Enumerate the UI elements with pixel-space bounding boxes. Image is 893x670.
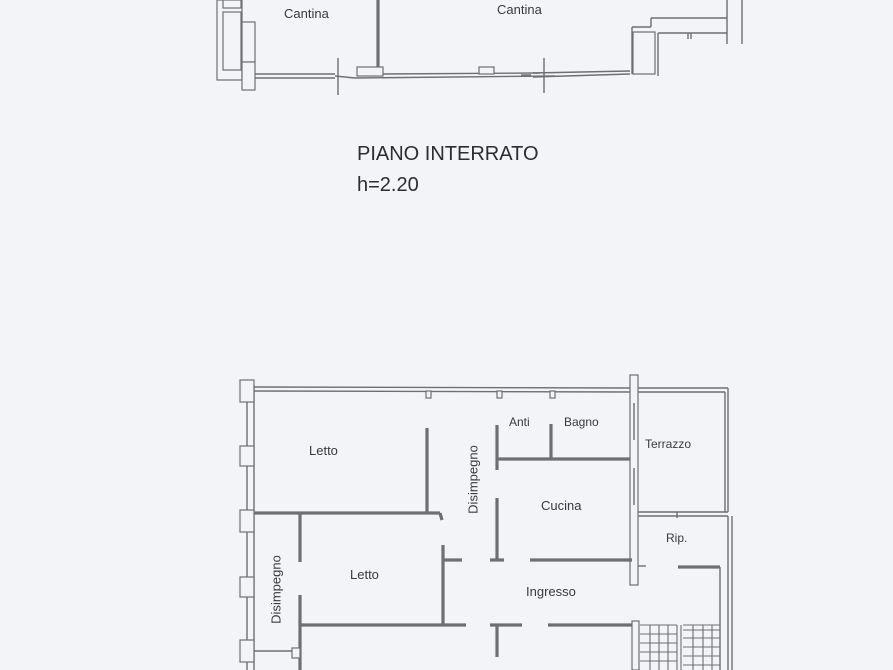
staircase (640, 624, 720, 670)
room-label-cantina-1: Cantina (284, 6, 329, 21)
floor-title: PIANO INTERRATO (357, 143, 539, 165)
apartment-plan (239, 374, 733, 670)
room-label-ripostiglio: Rip. (666, 531, 688, 545)
room-label-letto-2: Letto (350, 567, 379, 582)
room-label-cantina-2: Cantina (497, 2, 542, 17)
room-label-disimpegno-1: Disimpegno (465, 445, 481, 514)
room-label-disimpegno-2: Disimpegno (268, 555, 284, 624)
room-label-anti: Anti (509, 415, 530, 429)
room-label-ingresso: Ingresso (526, 584, 576, 599)
room-label-letto-1: Letto (309, 443, 338, 458)
floor-height: h=2.20 (357, 174, 419, 196)
room-label-cucina: Cucina (541, 498, 582, 513)
basement-plan (216, 0, 743, 95)
room-label-terrazzo: Terrazzo (645, 437, 692, 451)
room-label-bagno: Bagno (564, 415, 599, 429)
